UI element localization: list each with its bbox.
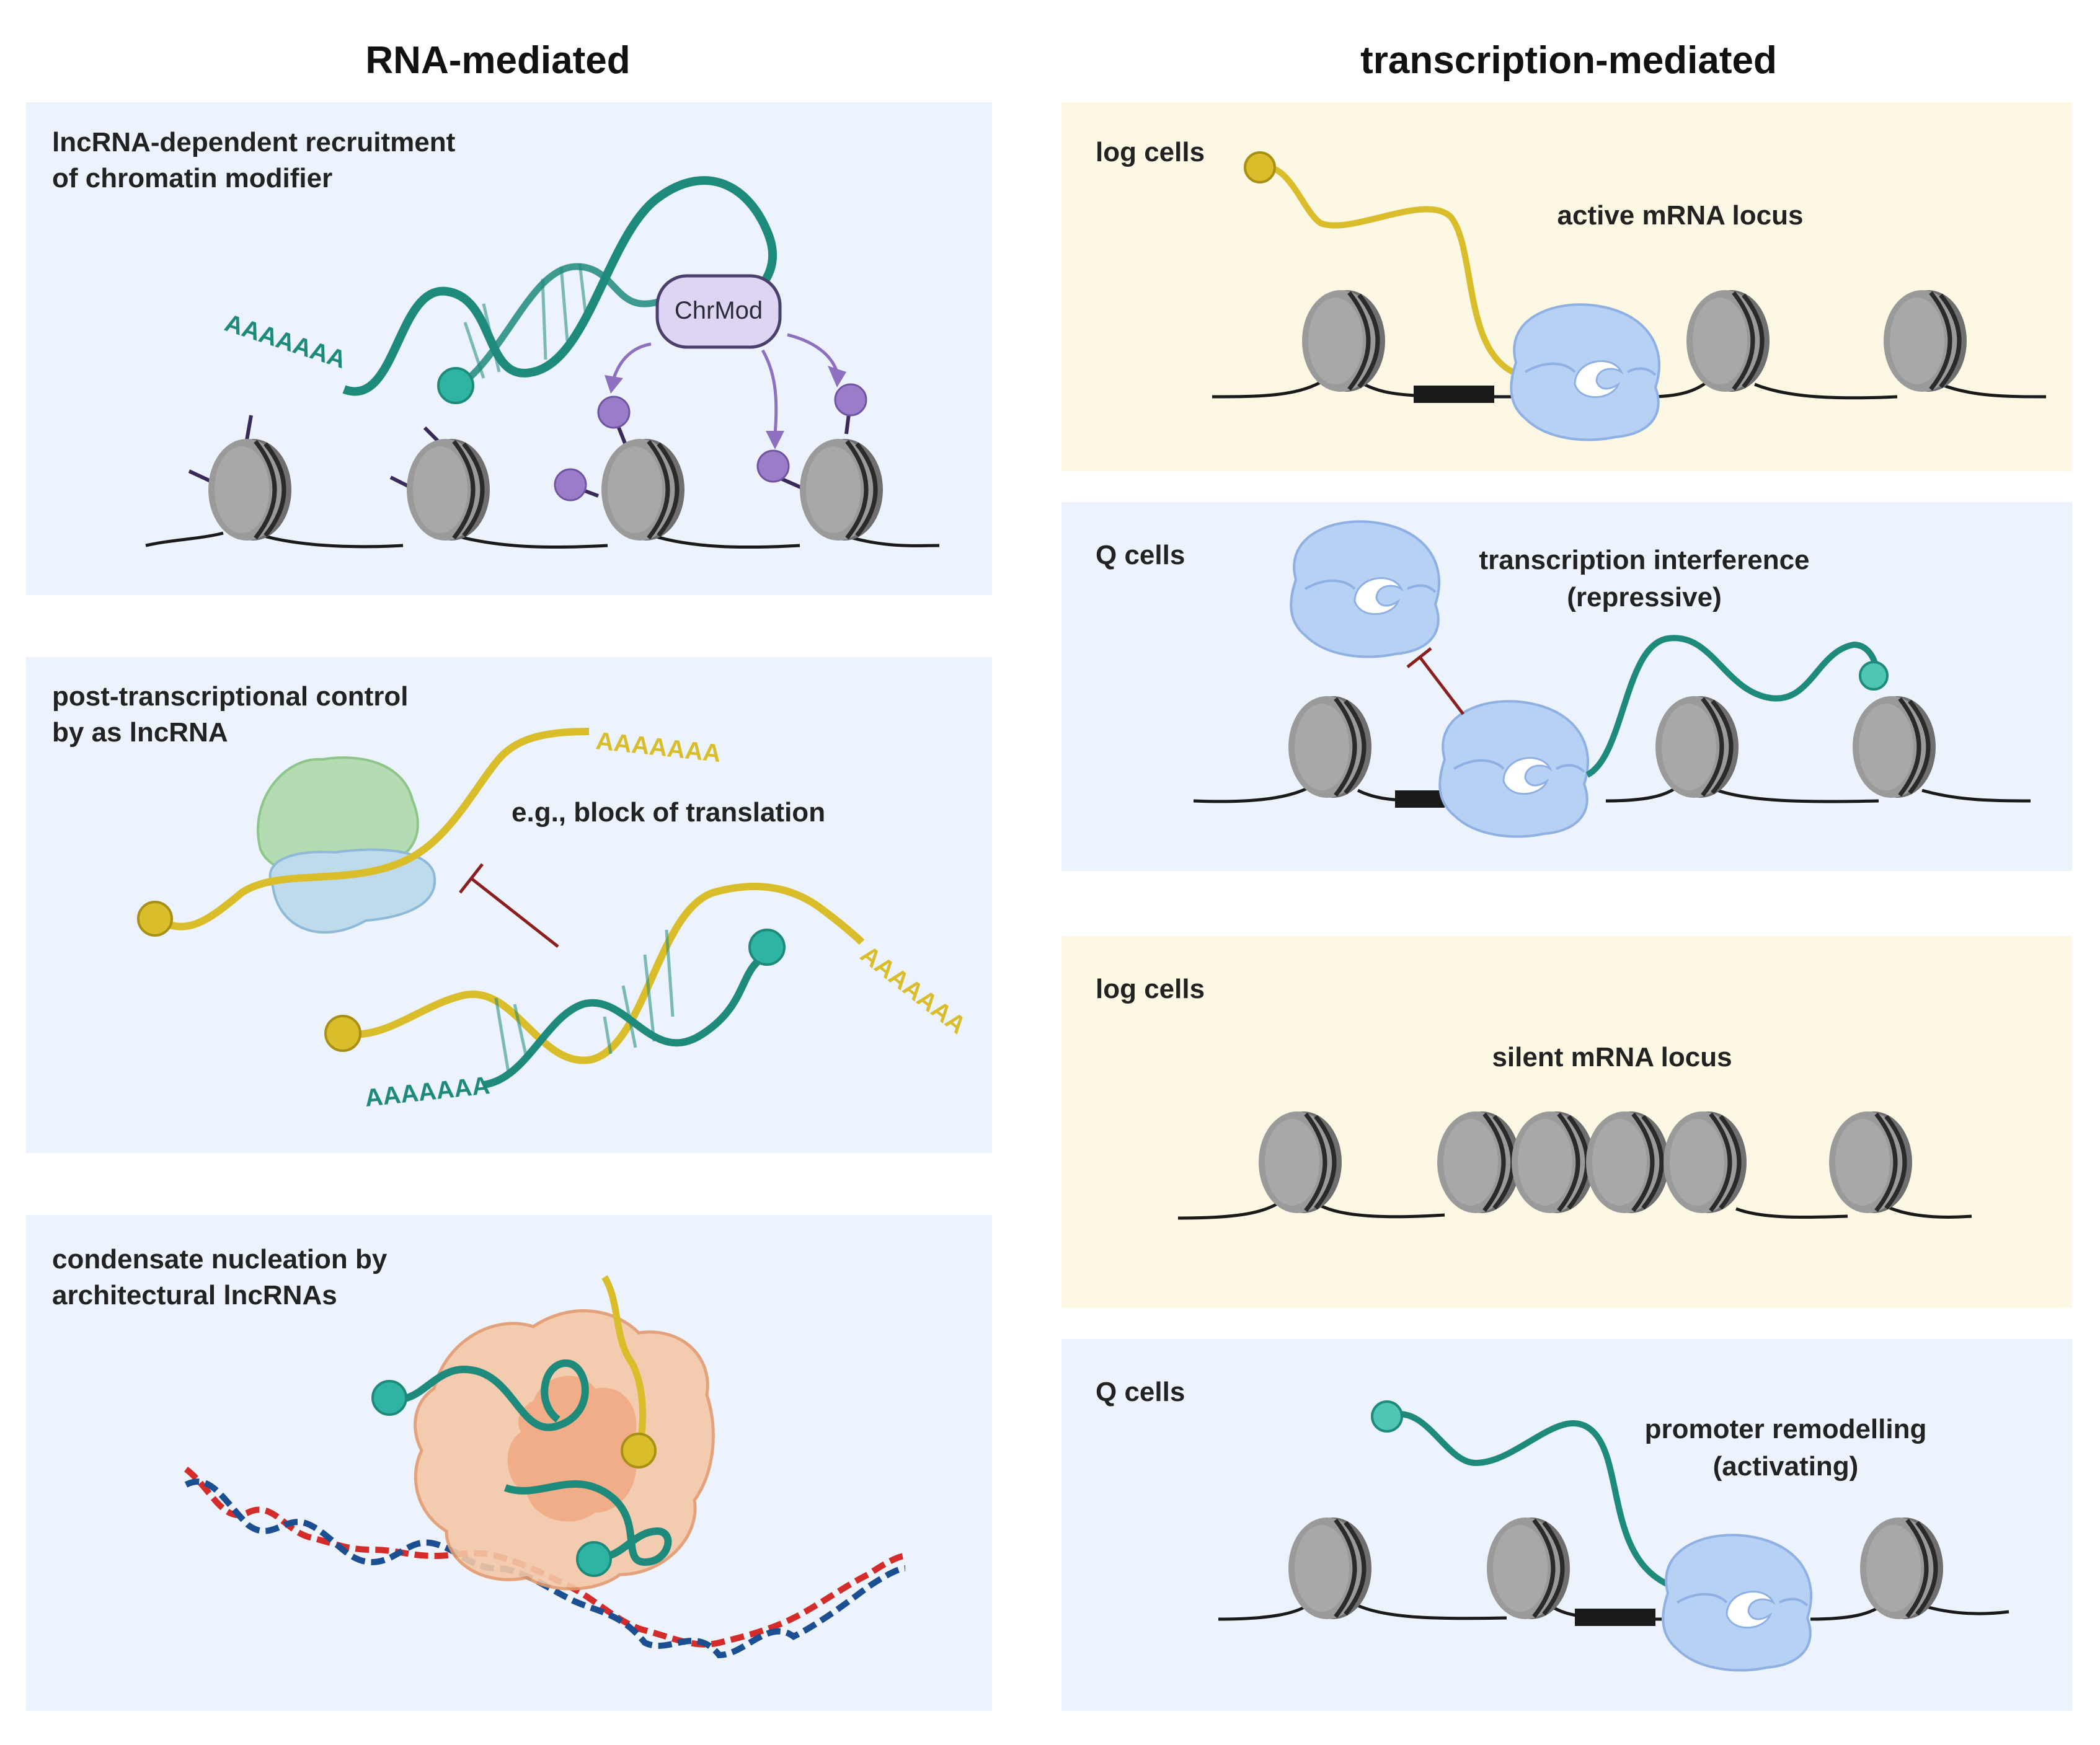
- nascent-transcript: [1585, 635, 1880, 778]
- chromatin-fiber: [1177, 1198, 1972, 1220]
- cell-state-label: Q cells: [1096, 1377, 1185, 1407]
- methyl-marks: [554, 383, 867, 501]
- nucleosome: [1288, 696, 1371, 798]
- mrna-strand-duplex: [342, 883, 865, 1064]
- nucleosome: [1437, 1111, 1520, 1213]
- left-column-title: RNA-mediated: [365, 39, 630, 82]
- nucleosome: [1288, 1517, 1371, 1619]
- condensate-core: [507, 1376, 637, 1522]
- promoter-box: [1395, 790, 1445, 808]
- nucleosome: [1853, 696, 1936, 798]
- cap-sphere: [1859, 661, 1889, 691]
- chromatin-modifier: [655, 274, 782, 349]
- nucleosome: [1302, 290, 1385, 392]
- rna-polymerase: [1510, 303, 1661, 441]
- chromatin-modifier-label: ChrMod: [675, 297, 763, 324]
- panel-title: condensate nucleation by: [52, 1244, 388, 1275]
- nucleosome: [1829, 1111, 1912, 1213]
- dna-strand-red: [184, 1467, 906, 1648]
- cap-sphere: [137, 901, 173, 937]
- panel-post-transcriptional: post-transcriptional control by as lncRN…: [26, 657, 992, 1153]
- panel-title: post-transcriptional control: [52, 681, 408, 712]
- nucleosome: [1860, 1517, 1943, 1619]
- panel-title-line2: by as lncRNA: [52, 717, 228, 748]
- dna-strand: [459, 263, 671, 387]
- cell-state-label: log cells: [1096, 974, 1205, 1004]
- nascent-transcript: [1259, 164, 1515, 375]
- nucleosome: [1487, 1517, 1570, 1619]
- dna-strand-blue: [184, 1478, 906, 1659]
- rna-polymerase: [1438, 700, 1590, 838]
- inhibition-bar: [459, 863, 484, 894]
- cap-sphere: [1244, 151, 1276, 183]
- cap-sphere: [621, 1433, 657, 1469]
- nucleosome: [208, 439, 291, 541]
- promoter-box: [1575, 1609, 1655, 1626]
- cap-sphere: [371, 1380, 407, 1416]
- locus-annotation: active mRNA locus: [1557, 200, 1804, 231]
- nucleosome: [601, 439, 684, 541]
- annotation-label: e.g., block of translation: [512, 797, 825, 828]
- mrna-strand: [601, 1275, 647, 1452]
- nucleosome: [1586, 1111, 1669, 1213]
- panel-title: lncRNA-dependent recruitment: [52, 127, 456, 157]
- nucleosome: [800, 439, 883, 541]
- panel-title-line2: architectural lncRNAs: [52, 1280, 337, 1310]
- locus-annotation-line2: (activating): [1713, 1451, 1859, 1482]
- inhibition-line: [1419, 656, 1464, 715]
- nucleosome: [1686, 290, 1770, 392]
- panel-title-line2: of chromatin modifier: [52, 163, 332, 193]
- nucleosome: [1664, 1111, 1747, 1213]
- rna-polymerase: [1662, 1534, 1813, 1672]
- inhibition-line: [470, 877, 559, 948]
- locus-annotation: transcription interference: [1479, 545, 1809, 575]
- inhibition-bar: [1406, 647, 1432, 668]
- cap-sphere: [437, 367, 474, 404]
- lncrna-strand: [503, 1480, 672, 1566]
- panel-condensate-nucleation: condensate nucleation by architectural l…: [26, 1215, 992, 1711]
- cell-state-label: log cells: [1096, 137, 1205, 167]
- rna-polymerase-blocked: [1290, 520, 1441, 658]
- right-column-title: transcription-mediated: [1360, 39, 1777, 82]
- chromatin-fiber: [1212, 376, 2047, 400]
- ribosome-small-subunit: [268, 848, 436, 934]
- panel-active-locus: log cells active mRNA locus: [1061, 102, 2072, 471]
- modification-arrows: [612, 333, 839, 435]
- chromatin-fiber: [145, 531, 940, 549]
- mrna-strand: [153, 728, 590, 930]
- lncrna-strand: [388, 1359, 589, 1431]
- nucleosome: [1512, 1111, 1595, 1213]
- chromatin-fiber: [1193, 782, 2031, 803]
- cap-sphere: [748, 929, 786, 966]
- lncrna-strand: [342, 176, 778, 396]
- helix-rungs: [494, 929, 675, 1073]
- locus-annotation-line2: (repressive): [1567, 582, 1721, 612]
- arrow-heads: [605, 366, 846, 449]
- nucleosome: [1655, 696, 1739, 798]
- cap-sphere: [324, 1015, 361, 1052]
- panel-lncrna-recruitment: lncRNA-dependent recruitment of chromati…: [26, 102, 992, 595]
- panel-transcription-interference: Q cells transcription interference (repr…: [1061, 502, 2072, 871]
- helix-rungs: [463, 263, 588, 379]
- nucleosome: [1259, 1111, 1342, 1213]
- cap-sphere: [1371, 1400, 1403, 1433]
- nucleosome: [407, 439, 490, 541]
- cell-state-label: Q cells: [1096, 540, 1185, 570]
- cap-sphere: [576, 1541, 612, 1577]
- panel-silent-locus: log cells silent mRNA locus: [1061, 936, 2072, 1308]
- nascent-transcript: [1386, 1411, 1675, 1590]
- locus-annotation: silent mRNA locus: [1492, 1042, 1732, 1072]
- lncrna-strand-duplex: [482, 951, 771, 1089]
- promoter-box: [1414, 386, 1494, 403]
- locus-annotation: promoter remodelling: [1645, 1414, 1927, 1444]
- panel-promoter-remodelling: Q cells promoter remodelling (activating…: [1061, 1339, 2072, 1711]
- nucleosome: [1884, 290, 1967, 392]
